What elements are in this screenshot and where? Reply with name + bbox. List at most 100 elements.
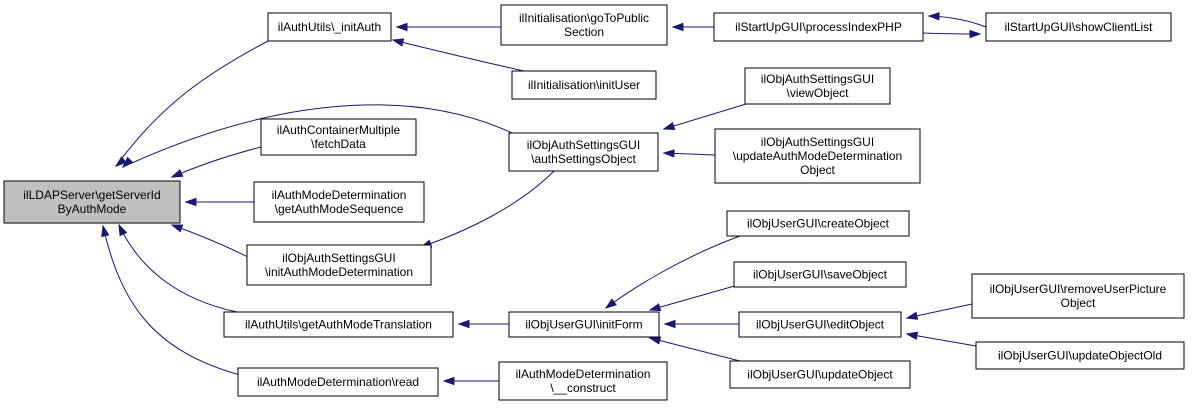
node-label: \fetchData bbox=[311, 137, 366, 151]
edge-authModeDetSeq-to-getServerId bbox=[184, 197, 254, 207]
arrowhead bbox=[121, 156, 134, 169]
node-authModeDetRead[interactable]: ilAuthModeDetermination\read bbox=[237, 367, 439, 397]
arrowhead bbox=[662, 121, 676, 130]
node-label: ilInitialisation\initUser bbox=[528, 78, 640, 92]
arrowhead bbox=[648, 336, 662, 345]
node-label: ilObjAuthSettingsGUI bbox=[282, 251, 395, 265]
node-box bbox=[500, 4, 668, 46]
arrowhead bbox=[442, 376, 455, 386]
node-initAuthModeDet[interactable]: ilObjAuthSettingsGUI\initAuthModeDetermi… bbox=[246, 244, 432, 286]
arrowhead bbox=[391, 38, 405, 47]
node-showClientList[interactable]: ilStartUpGUI\showClientList bbox=[985, 12, 1172, 42]
node-box bbox=[729, 360, 911, 389]
edge-updateObject-to-initForm bbox=[648, 336, 741, 362]
node-box bbox=[267, 12, 392, 42]
node-label: ilObjUserGUI\updateObjectOld bbox=[998, 349, 1162, 363]
edge-line bbox=[649, 284, 739, 311]
arrowhead bbox=[648, 303, 662, 312]
edge-line bbox=[663, 103, 747, 130]
node-box bbox=[726, 210, 910, 237]
node-box bbox=[511, 70, 657, 100]
node-authSettingsObject[interactable]: ilObjAuthSettingsGUI\authSettingsObject bbox=[508, 132, 659, 172]
node-box bbox=[985, 12, 1172, 42]
edge-line bbox=[118, 224, 238, 313]
node-label: ilAuthUtils\getAuthModeTranslation bbox=[245, 318, 432, 332]
node-updateObject[interactable]: ilObjUserGUI\updateObject bbox=[729, 360, 911, 389]
node-initUser[interactable]: ilInitialisation\initUser bbox=[511, 70, 657, 100]
node-initForm[interactable]: ilObjUserGUI\initForm bbox=[508, 311, 660, 338]
arrowhead bbox=[671, 22, 684, 32]
edge-removeUserPicture-to-editObject bbox=[905, 303, 973, 320]
node-box bbox=[738, 311, 902, 338]
node-label: ilAuthModeDetermination bbox=[272, 188, 407, 202]
edge-authSettingsObject-to-initAuthModeDet bbox=[419, 170, 555, 248]
node-box bbox=[246, 244, 432, 286]
node-box bbox=[508, 132, 659, 172]
node-box bbox=[508, 311, 660, 338]
arrowhead bbox=[905, 331, 919, 340]
edge-line bbox=[102, 225, 241, 376]
node-updateObjectOld[interactable]: ilObjUserGUI\updateObjectOld bbox=[975, 341, 1185, 370]
arrowhead bbox=[663, 319, 676, 329]
arrowhead bbox=[184, 197, 197, 207]
node-saveObject[interactable]: ilObjUserGUI\saveObject bbox=[733, 261, 907, 288]
edge-line bbox=[649, 337, 741, 362]
arrowhead bbox=[662, 149, 675, 158]
node-box bbox=[223, 311, 454, 338]
node-box bbox=[744, 67, 891, 105]
edge-line bbox=[171, 224, 251, 259]
node-label: \__construct bbox=[550, 381, 616, 395]
edge-line bbox=[171, 146, 262, 178]
node-label: ilAuthModeDetermination\read bbox=[257, 375, 419, 389]
edge-updateObjectOld-to-editObject bbox=[905, 331, 977, 347]
node-viewObject[interactable]: ilObjAuthSettingsGUI\viewObject bbox=[744, 67, 891, 105]
edge-editObject-to-initForm bbox=[663, 319, 740, 329]
node-box bbox=[975, 341, 1185, 370]
edge-line bbox=[122, 104, 513, 168]
edge-initAuth-to-getServerId bbox=[114, 39, 271, 167]
node-label: ilObjUserGUI\removeUserPicture bbox=[990, 282, 1167, 296]
node-label: ilLDAPServer\getServerId bbox=[23, 188, 160, 202]
edge-line bbox=[906, 333, 977, 347]
node-label: ilStartUpGUI\processIndexPHP bbox=[735, 20, 902, 34]
node-initAuth[interactable]: ilAuthUtils\_initAuth bbox=[267, 12, 392, 42]
node-label: ilObjAuthSettingsGUI bbox=[761, 135, 874, 149]
edges bbox=[101, 12, 987, 386]
edge-getAuthModeTrans-to-getServerId bbox=[118, 223, 238, 313]
node-label: ByAuthMode bbox=[58, 202, 127, 216]
node-label: ilAuthModeDetermination bbox=[516, 367, 651, 381]
edge-goToPublic-to-initAuth bbox=[395, 22, 501, 32]
node-label: ilObjUserGUI\editObject bbox=[756, 318, 885, 332]
node-editObject[interactable]: ilObjUserGUI\editObject bbox=[738, 311, 902, 338]
node-box bbox=[260, 118, 417, 156]
node-label: ilObjUserGUI\createObject bbox=[747, 217, 890, 231]
edge-authModeDetRead-to-getServerId bbox=[101, 224, 241, 376]
edge-line bbox=[420, 170, 555, 248]
node-box bbox=[733, 261, 907, 288]
edge-line bbox=[605, 235, 741, 309]
edge-line bbox=[115, 39, 271, 167]
node-label: \updateAuthModeDetermination bbox=[733, 149, 902, 163]
node-box bbox=[713, 12, 924, 42]
node-label: ilObjAuthSettingsGUI bbox=[761, 72, 874, 86]
arrowhead bbox=[114, 156, 127, 167]
node-construct[interactable]: ilAuthModeDetermination\__construct bbox=[498, 361, 668, 401]
arrowhead bbox=[170, 224, 184, 233]
arrowhead bbox=[604, 298, 617, 309]
edge-showClientList-to-processIndexPHP bbox=[927, 12, 987, 28]
node-containerMultiple[interactable]: ilAuthContainerMultiple\fetchData bbox=[260, 118, 417, 156]
edge-containerMultiple-to-getServerId bbox=[170, 146, 262, 178]
node-processIndexPHP[interactable]: ilStartUpGUI\processIndexPHP bbox=[713, 12, 924, 42]
arrowhead bbox=[969, 29, 982, 39]
node-updateAuthModeDet[interactable]: ilObjAuthSettingsGUI\updateAuthModeDeter… bbox=[714, 128, 921, 184]
node-getAuthModeTrans[interactable]: ilAuthUtils\getAuthModeTranslation bbox=[223, 311, 454, 338]
node-authModeDetSeq[interactable]: ilAuthModeDetermination\getAuthModeSeque… bbox=[253, 181, 425, 223]
node-label: Section bbox=[564, 25, 604, 39]
node-createObject[interactable]: ilObjUserGUI\createObject bbox=[726, 210, 910, 237]
node-box bbox=[237, 367, 439, 397]
arrowhead bbox=[170, 168, 184, 178]
node-label: ilAuthUtils\_initAuth bbox=[278, 20, 381, 34]
